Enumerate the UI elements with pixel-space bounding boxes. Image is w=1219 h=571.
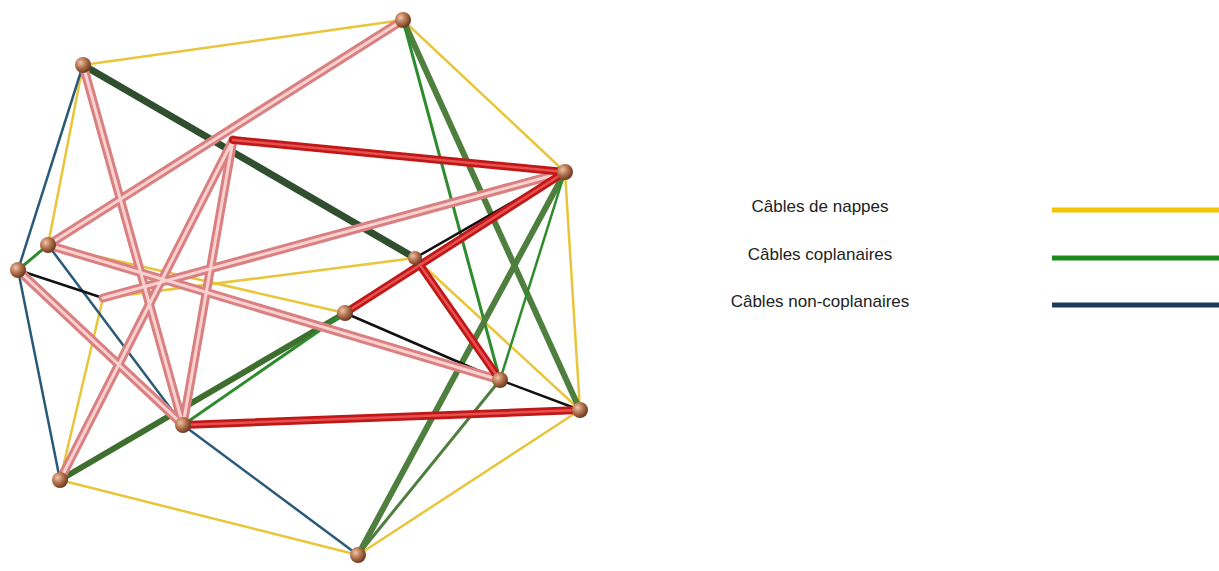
- legend-swatch: [1052, 303, 1219, 308]
- struts: [18, 20, 580, 480]
- legend-label: Câbles non-coplanaires: [731, 292, 910, 312]
- coplanar-cables: [18, 20, 580, 555]
- legend-label: Câbles coplanaires: [748, 245, 893, 265]
- joints: [10, 12, 588, 563]
- sheet-cables: [48, 20, 580, 555]
- legend-swatch: [1052, 256, 1219, 261]
- tensegrity-illustration: [0, 0, 640, 571]
- non-coplanar-cables: [18, 65, 580, 555]
- legend-label: Câbles de nappes: [751, 197, 888, 217]
- legend-swatch: [1052, 208, 1219, 213]
